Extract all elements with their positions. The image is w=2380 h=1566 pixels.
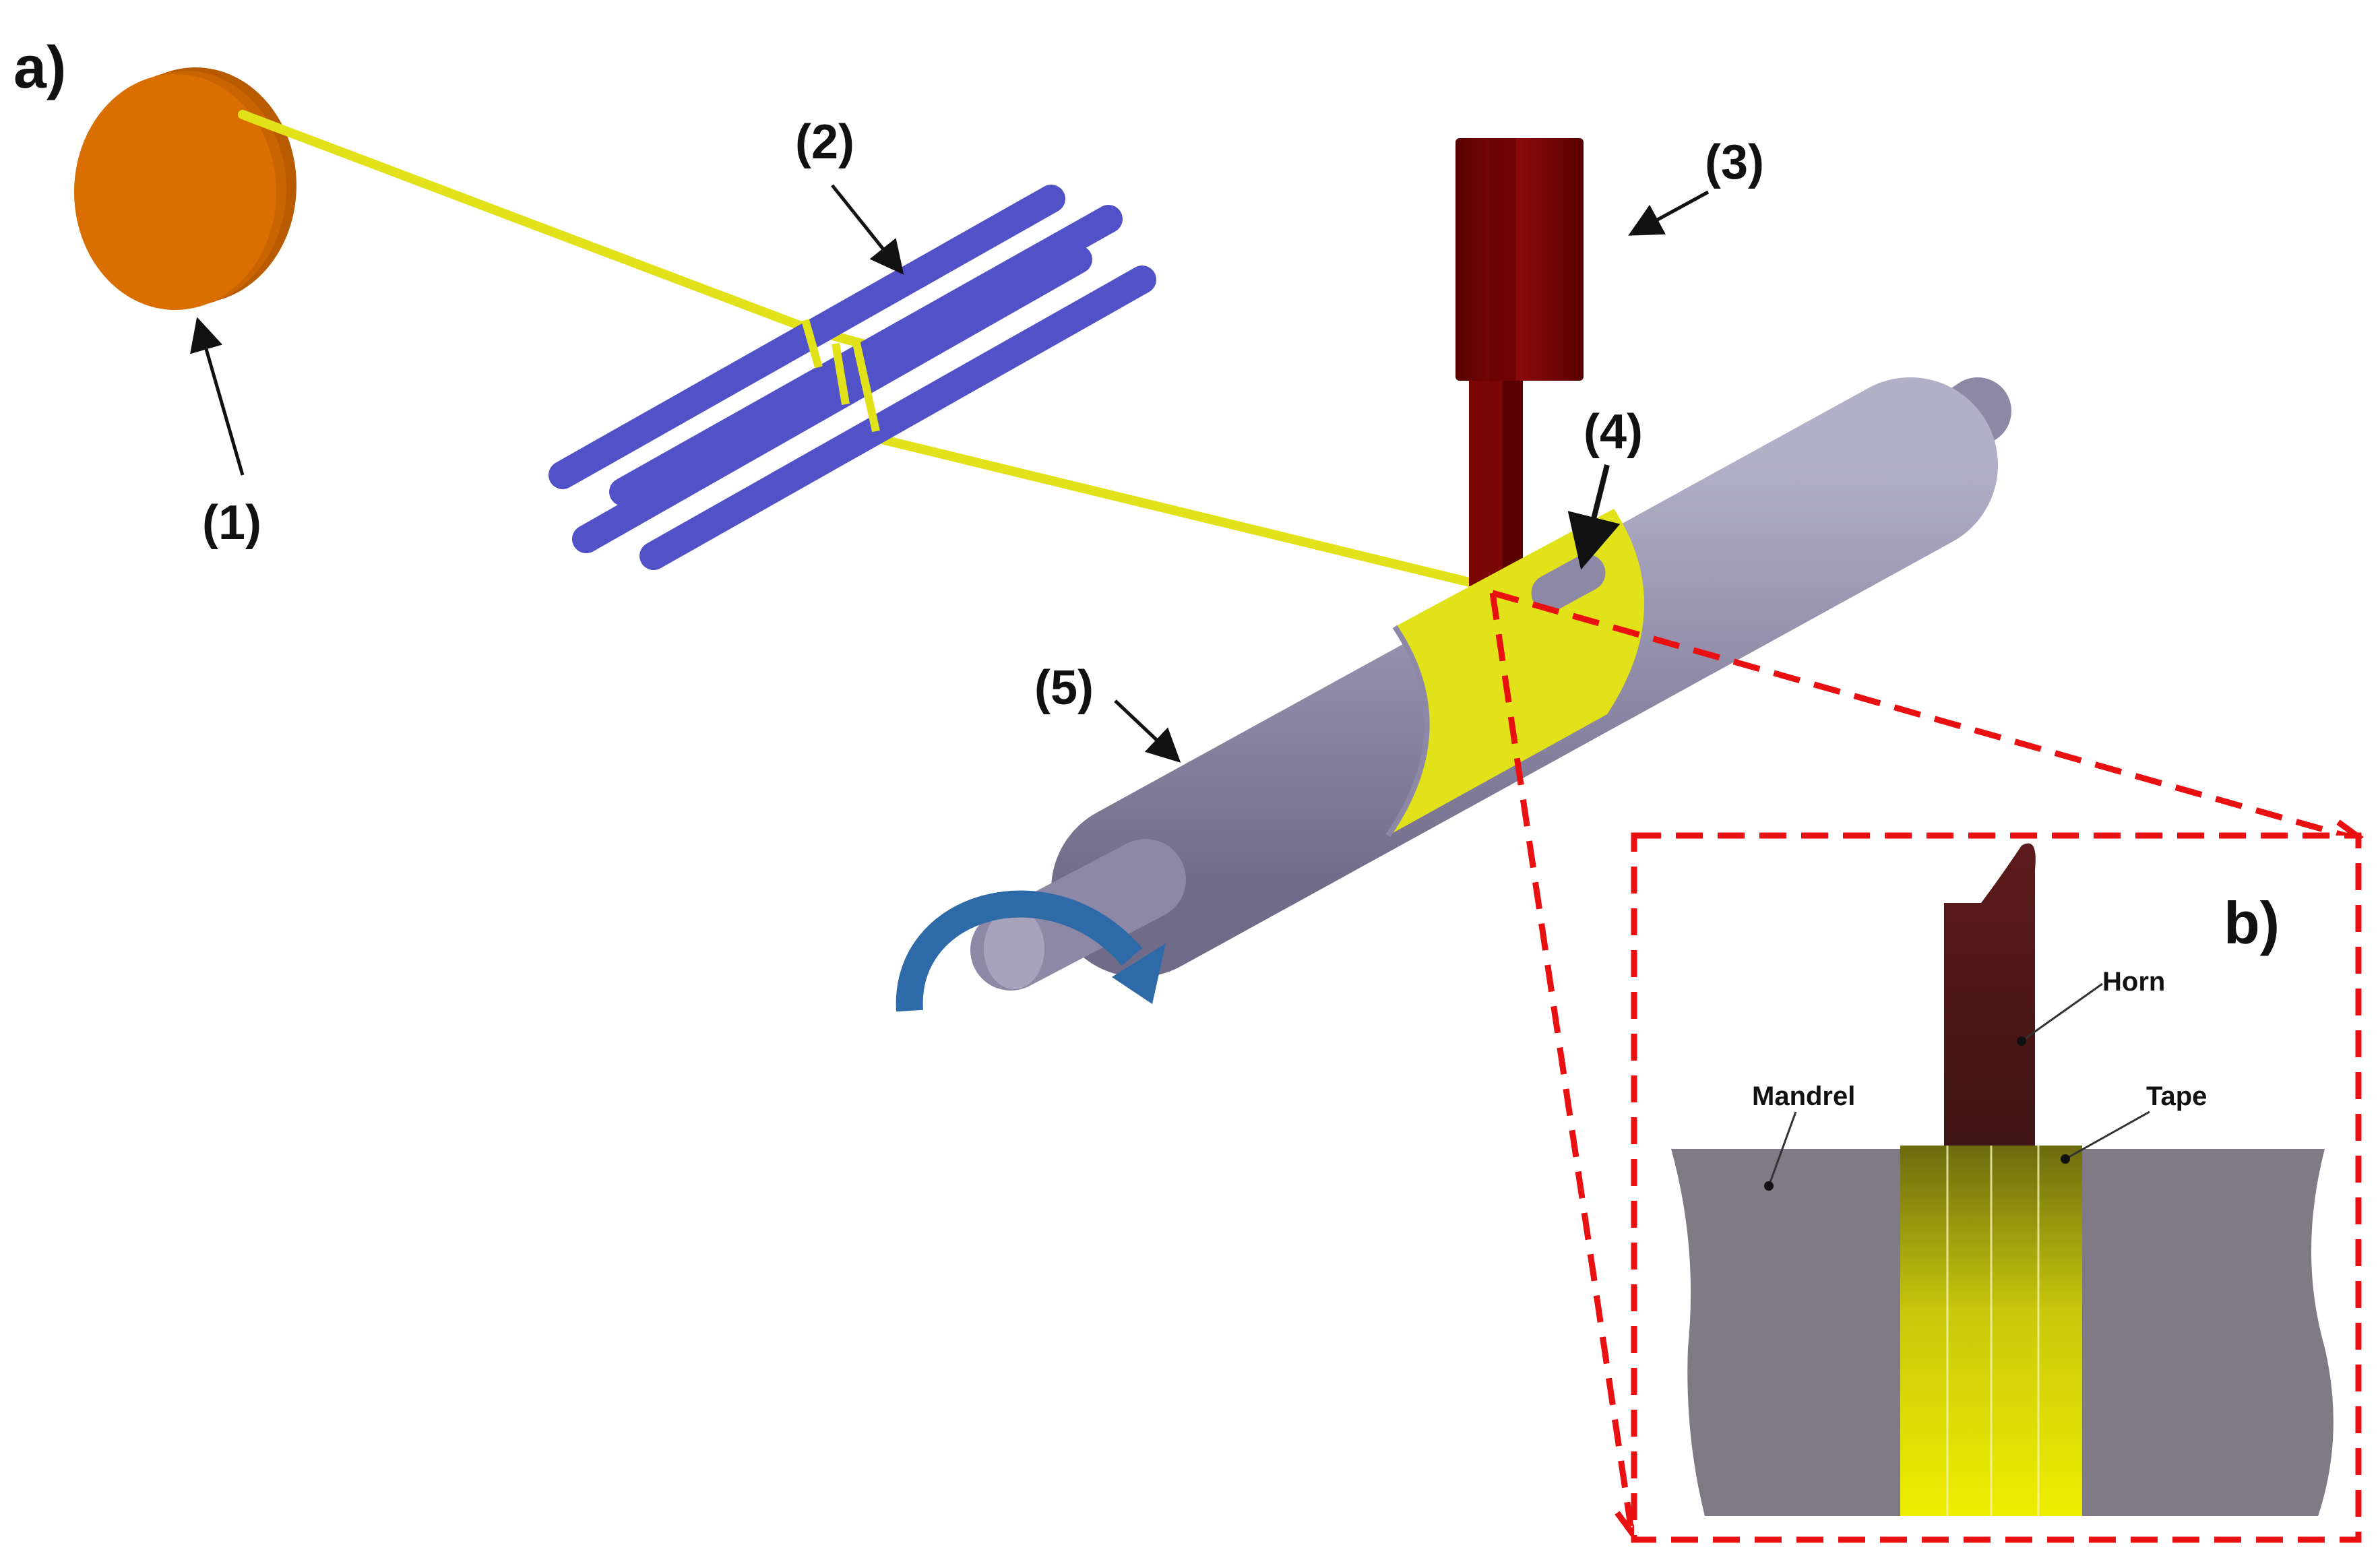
horn xyxy=(1455,138,1584,586)
panel-label-b: b) xyxy=(2224,889,2280,956)
guide-rollers xyxy=(549,185,1156,570)
callout-mandrel: (5) xyxy=(1034,661,1094,715)
contact-point xyxy=(1531,554,1606,612)
spool xyxy=(74,67,296,310)
rotation-arrow-icon xyxy=(896,890,1166,1012)
callout-spool: (1) xyxy=(202,496,261,550)
panel-label-a: a) xyxy=(13,34,66,100)
detail-label-tape: Tape xyxy=(2146,1082,2207,1111)
tape-wrap xyxy=(801,319,880,433)
callout-tape-point: (4) xyxy=(1584,405,1643,459)
detail-label-horn: Horn xyxy=(2102,967,2165,997)
callout-rollers: (2) xyxy=(795,115,854,169)
detail-horn xyxy=(1944,843,2036,1146)
callout-horn: (3) xyxy=(1705,135,1764,189)
detail-label-mandrel: Mandrel xyxy=(1752,1082,1855,1111)
detail-projection-lines xyxy=(1489,590,2346,1527)
